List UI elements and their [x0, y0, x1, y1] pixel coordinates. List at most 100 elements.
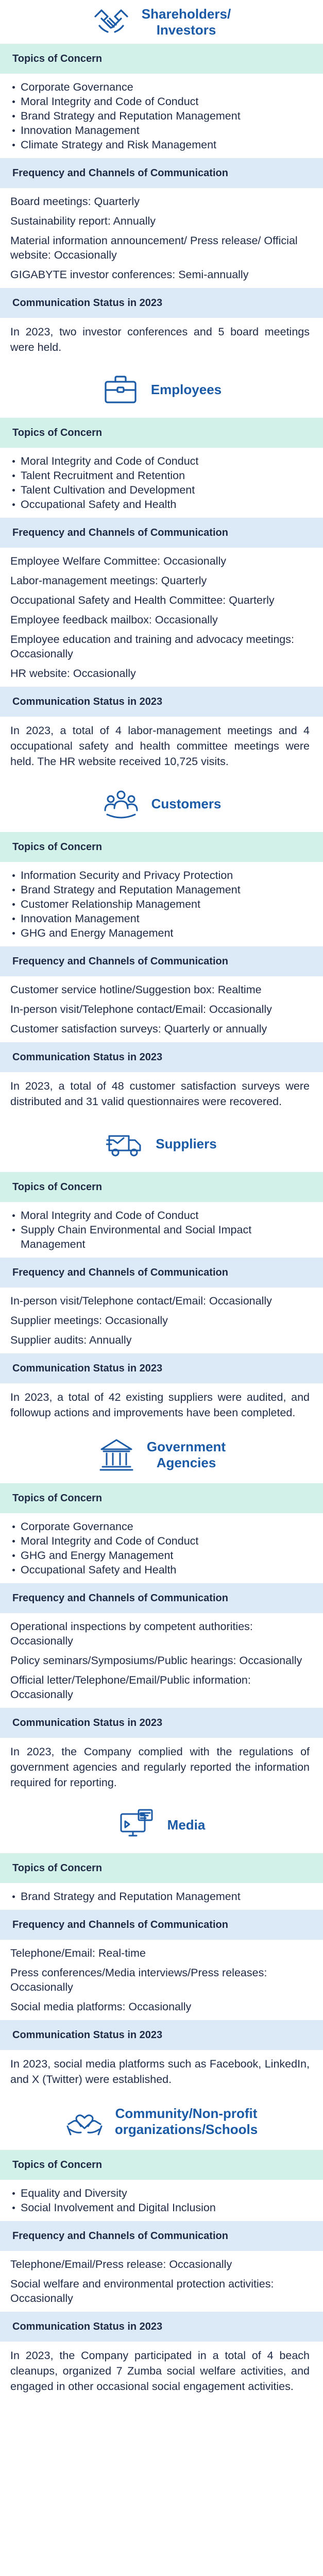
channel-item: Employee feedback mailbox: Occasionally [10, 614, 218, 626]
status-heading: Communication Status in 2023 [0, 1708, 323, 1738]
list-item: Supply Chain Environmental and Social Im… [10, 1223, 310, 1251]
topics-list: Moral Integrity and Code of Conduct Tale… [10, 454, 310, 512]
channels-content: In-person visit/Telephone contact/Email:… [0, 1287, 323, 1353]
topics-content: Corporate Governance Moral Integrity and… [0, 1513, 323, 1583]
status-text: In 2023, the Company complied with the r… [10, 1745, 310, 1789]
channel-item: GIGABYTE investor conferences: Semi-annu… [10, 268, 249, 281]
status-text: In 2023, social media platforms such as … [10, 2058, 310, 2086]
status-content: In 2023, the Company participated in a t… [0, 2342, 323, 2400]
channel-item: Press conferences/Media interviews/Press… [10, 1967, 267, 1993]
status-heading: Communication Status in 2023 [0, 1042, 323, 1072]
topics-heading: Topics of Concern [0, 1853, 323, 1883]
section-header: Media [0, 1797, 323, 1853]
channels-heading: Frequency and Channels of Communication [0, 158, 323, 188]
briefcase-icon [101, 370, 140, 409]
status-heading: Communication Status in 2023 [0, 1353, 323, 1383]
channel-item: In-person visit/Telephone contact/Email:… [10, 1003, 272, 1015]
section-title: Customers [151, 796, 222, 812]
channel-item: Customer satisfaction surveys: Quarterly… [10, 1023, 267, 1035]
section-title: Media [167, 1817, 206, 1833]
government-building-icon [97, 1436, 135, 1474]
channel-item: HR website: Occasionally [10, 667, 136, 680]
list-item: Information Security and Privacy Protect… [10, 868, 310, 883]
status-text: In 2023, two investor conferences and 5 … [10, 326, 310, 353]
section-header: Government Agencies [0, 1427, 323, 1483]
channel-item: Customer service hotline/Suggestion box:… [10, 984, 262, 996]
channel-item: Employee Welfare Committee: Occasionally [10, 555, 227, 567]
channel-item: In-person visit/Telephone contact/Email:… [10, 1295, 272, 1307]
list-item: Corporate Governance [10, 1519, 310, 1534]
topics-content: Information Security and Privacy Protect… [0, 862, 323, 946]
topics-list: Corporate Governance Moral Integrity and… [10, 80, 310, 152]
status-heading: Communication Status in 2023 [0, 2312, 323, 2342]
title-line: Shareholders/ [141, 6, 231, 22]
list-item: Talent Cultivation and Development [10, 483, 310, 497]
topics-list: Corporate Governance Moral Integrity and… [10, 1519, 310, 1577]
list-item: Occupational Safety and Health [10, 1563, 310, 1577]
channel-item: Telephone/Email: Real-time [10, 1947, 146, 1959]
section-header: Shareholders/ Investors [0, 0, 323, 44]
section-title: Community/Non-profit organizations/Schoo… [115, 2106, 258, 2137]
media-monitor-icon [118, 1806, 156, 1844]
title-line: Employees [150, 381, 222, 397]
section-government: Government Agencies Topics of Concern Co… [0, 1427, 323, 1797]
channel-item: Supplier meetings: Occasionally [10, 1314, 168, 1327]
section-title: Suppliers [156, 1136, 216, 1152]
list-item: Innovation Management [10, 123, 310, 138]
title-line: Suppliers [156, 1136, 217, 1151]
title-line: Agencies [156, 1455, 216, 1470]
channels-heading: Frequency and Channels of Communication [0, 1583, 323, 1613]
title-line: Media [167, 1817, 206, 1833]
channels-content: Customer service hotline/Suggestion box:… [0, 976, 323, 1042]
topics-heading: Topics of Concern [0, 1172, 323, 1202]
channels-heading: Frequency and Channels of Communication [0, 1910, 323, 1940]
channels-content: Telephone/Email: Real-time Press confere… [0, 1940, 323, 2020]
channels-heading: Frequency and Channels of Communication [0, 946, 323, 976]
status-text: In 2023, the Company participated in a t… [10, 2349, 310, 2393]
topics-heading: Topics of Concern [0, 44, 323, 74]
topics-content: Equality and Diversity Social Involvemen… [0, 2180, 323, 2221]
title-line: Community/Non-profit [115, 2106, 258, 2122]
status-heading: Communication Status in 2023 [0, 2020, 323, 2050]
title-line: Investors [156, 22, 216, 38]
list-item: Customer Relationship Management [10, 897, 310, 911]
channel-item: Telephone/Email/Press release: Occasiona… [10, 2258, 232, 2270]
status-heading: Communication Status in 2023 [0, 288, 323, 318]
list-item: Brand Strategy and Reputation Management [10, 883, 310, 897]
status-text: In 2023, a total of 4 labor-management m… [10, 724, 310, 768]
title-line: Customers [151, 795, 222, 811]
section-title: Employees [151, 382, 222, 398]
section-title: Shareholders/ Investors [142, 6, 231, 38]
channels-heading: Frequency and Channels of Communication [0, 518, 323, 548]
status-text: In 2023, a total of 42 existing supplier… [10, 1391, 310, 1419]
topics-content: Moral Integrity and Code of Conduct Tale… [0, 448, 323, 518]
list-item: Equality and Diversity [10, 2186, 310, 2200]
channels-content: Operational inspections by competent aut… [0, 1613, 323, 1708]
status-content: In 2023, a total of 48 customer satisfac… [0, 1072, 323, 1115]
list-item: Brand Strategy and Reputation Management [10, 109, 310, 123]
section-media: Media Topics of Concern Brand Strategy a… [0, 1797, 323, 2093]
channel-item: Social welfare and environmental protect… [10, 2278, 274, 2304]
topics-heading: Topics of Concern [0, 832, 323, 862]
list-item: Social Involvement and Digital Inclusion [10, 2200, 310, 2215]
section-header: Community/Non-profit organizations/Schoo… [0, 2093, 323, 2150]
stakeholder-communication-page: Shareholders/ Investors Topics of Concer… [0, 0, 323, 2400]
list-item: GHG and Energy Management [10, 1548, 310, 1563]
channels-content: Employee Welfare Committee: Occasionally… [0, 548, 323, 687]
channel-item: Labor-management meetings: Quarterly [10, 574, 207, 587]
channel-item: Social media platforms: Occasionally [10, 2001, 192, 2013]
topics-content: Corporate Governance Moral Integrity and… [0, 74, 323, 158]
channels-heading: Frequency and Channels of Communication [0, 1258, 323, 1287]
list-item: Moral Integrity and Code of Conduct [10, 94, 310, 109]
section-header: Suppliers [0, 1115, 323, 1172]
title-line: organizations/Schools [114, 2122, 258, 2137]
handshake-icon [92, 3, 130, 41]
list-item: Moral Integrity and Code of Conduct [10, 454, 310, 468]
section-title: Government Agencies [147, 1439, 226, 1470]
title-line: Government [146, 1439, 226, 1455]
channel-item: Operational inspections by competent aut… [10, 1620, 253, 1647]
status-text: In 2023, a total of 48 customer satisfac… [10, 1080, 310, 1108]
status-content: In 2023, two investor conferences and 5 … [0, 318, 323, 361]
list-item: Talent Recruitment and Retention [10, 468, 310, 483]
channels-content: Telephone/Email/Press release: Occasiona… [0, 2251, 323, 2312]
